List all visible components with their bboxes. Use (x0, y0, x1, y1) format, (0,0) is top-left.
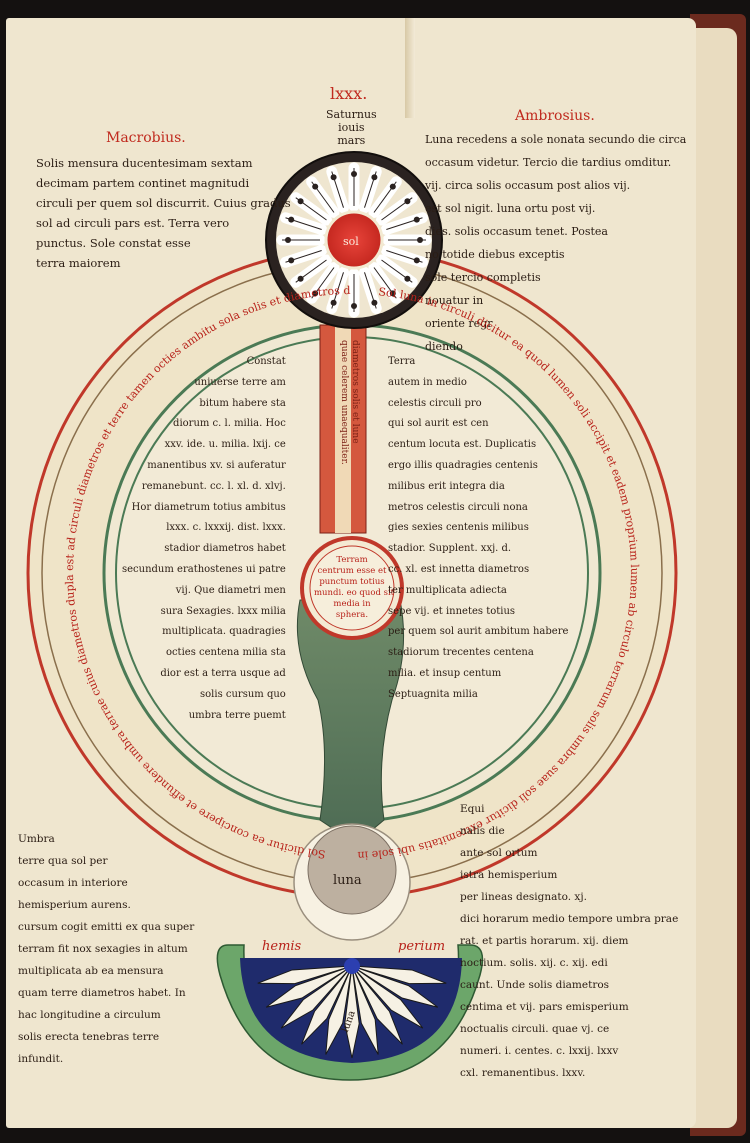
center-globe-text: Terram centrum esse et punctum totius mu… (314, 555, 395, 620)
inner-right-text: Terra autem in medio celestis circuli pr… (388, 356, 569, 700)
sun-petal-tip (288, 216, 295, 223)
sun-petal-tip (330, 174, 337, 181)
lower-fan-petal (280, 965, 353, 1029)
lower-fan-petals (257, 965, 447, 1059)
planet-names: Saturnus iouis mars (326, 108, 377, 147)
right-text-block: Luna recedens a sole nonata secundo die … (425, 133, 687, 353)
sun-petal-tip (297, 198, 304, 205)
sun-petal-tip (413, 216, 420, 223)
lower-fan-petal (351, 965, 424, 1029)
bottom-left-text: Umbra terre qua sol per occasum in inter… (18, 833, 195, 1065)
lower-fan-petal (325, 965, 353, 1055)
sun-petal-tip (351, 171, 357, 177)
center-globe-inner (309, 545, 395, 631)
sun-petal-tip (285, 237, 291, 243)
sun-petal-tip (312, 183, 319, 190)
moon-dark (307, 825, 397, 915)
outer-ring-right-text: Sol luna in circuli dicitur ea quod lume… (0, 0, 641, 862)
lower-fan-petal (351, 965, 403, 1045)
perium-label: perium (398, 939, 446, 954)
sun-petal-tip (297, 275, 304, 282)
outer-ring-left-text: Sol dicitur ea concipere et effundere um… (0, 0, 351, 861)
sun-petal-tip (351, 303, 357, 309)
sun-petal-tip (371, 299, 378, 306)
outer-ring-left-textpath: Sol dicitur ea concipere et effundere um… (0, 0, 351, 861)
sun-petal-tip (389, 290, 396, 297)
lower-fan-petal (301, 965, 353, 1045)
left-rubric: Macrobius. (106, 130, 186, 146)
lower-fan-petal (351, 965, 447, 985)
lower-fan-petal (344, 965, 360, 1059)
page-binding-strip (405, 18, 415, 118)
lower-fan-petal (351, 965, 379, 1055)
sun-center (324, 210, 384, 270)
sun-petals (276, 162, 432, 318)
lower-fan-center (344, 958, 360, 974)
sun-petal-tip (413, 257, 420, 264)
outer-ring-right-textpath: Sol luna in circuli dicitur ea quod lume… (0, 0, 641, 862)
sun-petal-tip (389, 183, 396, 190)
sun-petal-tip (404, 198, 411, 205)
lower-fan-petal (257, 965, 353, 985)
sun-axis-inner (335, 325, 351, 533)
sun-petal-tip (371, 174, 378, 181)
sun-petal-tip (288, 257, 295, 264)
right-rubric: Ambrosius. (515, 108, 595, 124)
sun-label: sol (343, 235, 359, 248)
sun-petal-tip (330, 299, 337, 306)
hemis-label: hemis (262, 939, 302, 954)
sun-petal-tip (417, 237, 423, 243)
lower-fan-petal (265, 965, 353, 1008)
left-text-block: Solis mensura ducentesimam sextam decima… (36, 156, 291, 270)
sun-petal-tip (312, 290, 319, 297)
folio-numeral: lxxx. (330, 84, 368, 103)
inner-left-text: Constat uniuerse terre am bitum habere s… (122, 356, 286, 721)
luna-label: luna (333, 873, 362, 888)
bottom-right-text: Equi nalis die ante sol ortum istra hemi… (460, 803, 679, 1079)
lower-fan-petal (351, 965, 439, 1008)
sun-petal-tip (404, 275, 411, 282)
